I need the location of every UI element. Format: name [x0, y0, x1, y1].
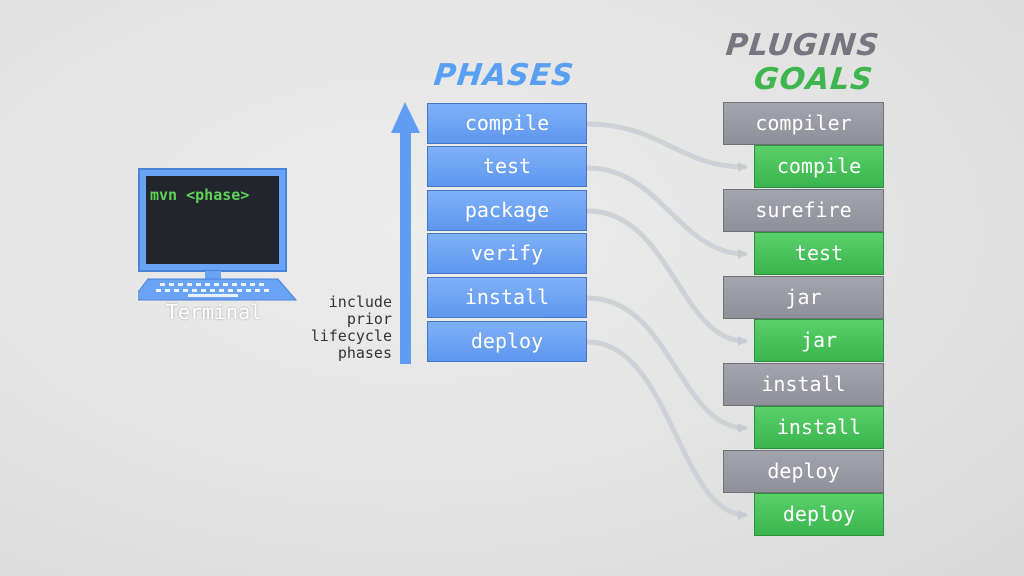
phase-install[interactable]: install [427, 277, 587, 318]
arrow-install [585, 295, 748, 433]
plugins-title: PLUGINS [724, 28, 882, 63]
arrow-test [585, 165, 748, 259]
lifecycle-arrow-head [391, 102, 420, 133]
terminal-label: Terminal [165, 300, 263, 324]
plugin-surefire[interactable]: surefire [723, 189, 884, 232]
terminal-icon[interactable]: mvn <phase> [138, 168, 298, 328]
phases-title: PHASES [432, 58, 576, 93]
plugin-install[interactable]: install [723, 363, 884, 406]
note-line-3: lifecycle [310, 327, 392, 345]
note-line-2: prior [346, 310, 392, 328]
goal-deploy[interactable]: deploy [754, 493, 884, 536]
phase-package[interactable]: package [427, 190, 587, 231]
plugin-jar[interactable]: jar [723, 276, 884, 319]
arrow-compile [585, 121, 748, 172]
phase-compile[interactable]: compile [427, 103, 587, 144]
note-line-1: include [328, 293, 392, 311]
goal-install[interactable]: install [754, 406, 884, 449]
plugin-deploy[interactable]: deploy [723, 450, 884, 493]
arrow-package [585, 208, 748, 346]
lifecycle-arrow-shaft [400, 128, 411, 364]
goals-title: GOALS [752, 62, 875, 97]
goal-compile[interactable]: compile [754, 145, 884, 188]
plugin-compiler[interactable]: compiler [723, 102, 884, 145]
phase-test[interactable]: test [427, 146, 587, 187]
goal-jar[interactable]: jar [754, 319, 884, 362]
phase-deploy[interactable]: deploy [427, 321, 587, 362]
arrow-deploy [585, 339, 748, 520]
note-line-4: phases [337, 344, 392, 362]
terminal-command: mvn <phase> [150, 186, 250, 204]
goal-test[interactable]: test [754, 232, 884, 275]
phase-verify[interactable]: verify [427, 233, 587, 274]
computer-monitor-icon [138, 168, 298, 301]
